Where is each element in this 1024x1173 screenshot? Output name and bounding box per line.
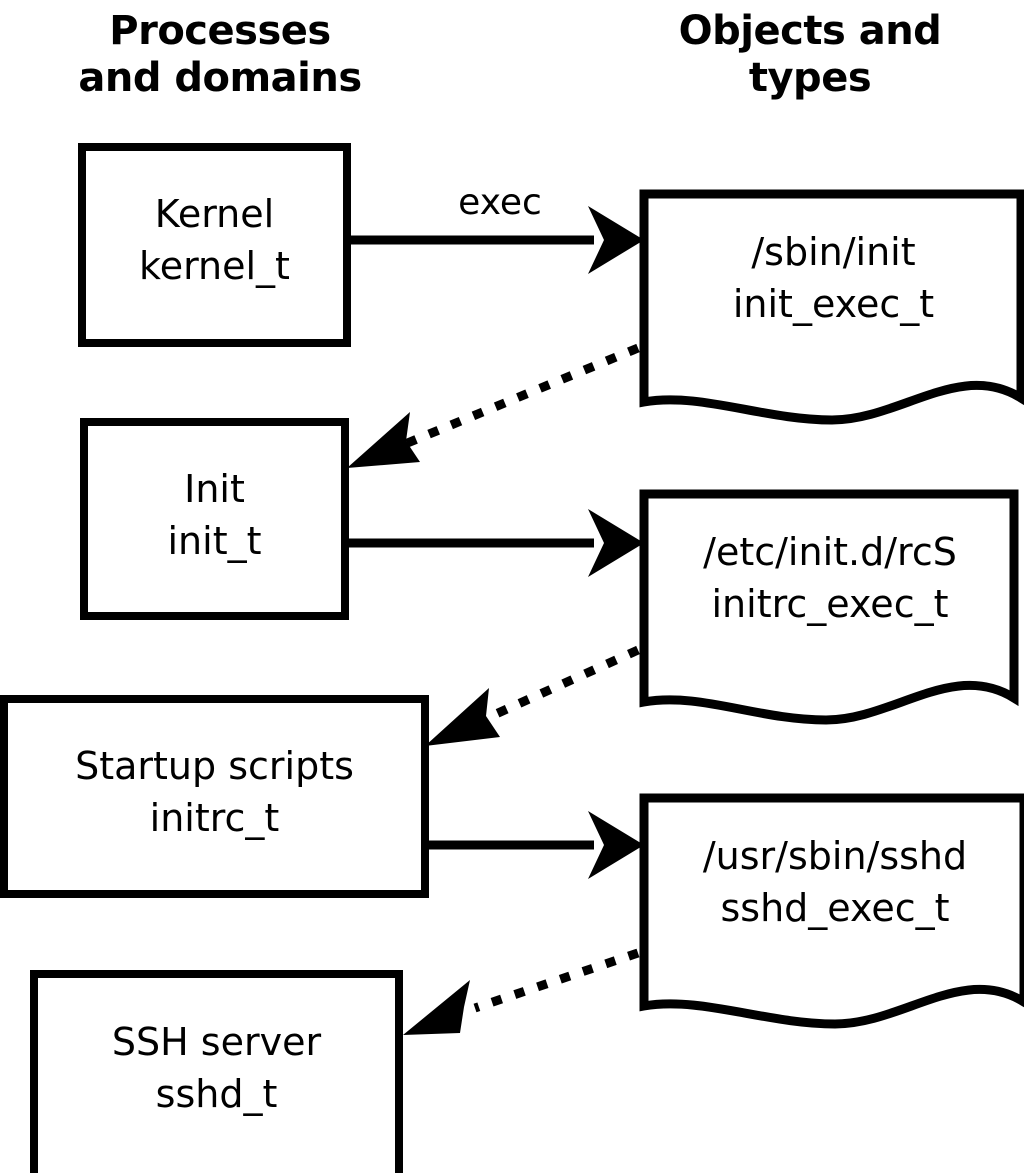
edge-init-exec-initrc-exec [345, 509, 644, 577]
edge-label-exec: exec [458, 182, 542, 223]
object-node-sshd-exec[interactable] [639, 793, 1024, 1029]
process-node-init[interactable] [80, 418, 349, 620]
edge-init-exec-transition-init [347, 343, 640, 468]
process-node-ssh-server[interactable] [30, 970, 403, 1173]
object-node-init-exec[interactable] [639, 189, 1024, 425]
column-header-processes-and-domains: Processes and domains [78, 8, 362, 101]
edge-sshd-exec-transition-sshd [403, 948, 640, 1035]
edge-initrc-exec-transition-initrc [425, 645, 640, 746]
process-node-startup-scripts[interactable] [0, 695, 429, 898]
edge-initrc-exec-sshd-exec [425, 811, 644, 879]
process-node-kernel[interactable] [78, 143, 351, 347]
edge-kernel-exec-init-exec [347, 206, 644, 274]
object-node-initrc-exec[interactable] [639, 489, 1019, 725]
column-header-objects-and-types: Objects and types [678, 8, 942, 101]
